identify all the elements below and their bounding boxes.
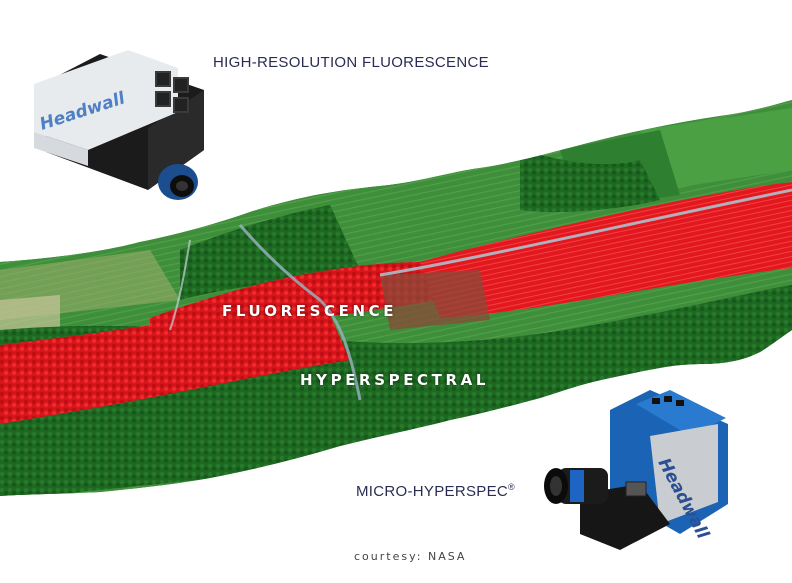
hyperspectral-camera-caption: MICRO-HYPERSPEC® <box>356 482 515 500</box>
fluorescence-camera-image: Headwall <box>34 50 204 200</box>
imagery-layers <box>0 100 792 496</box>
registered-mark: ® <box>508 482 515 492</box>
fluorescence-camera-caption: HIGH-RESOLUTION FLUORESCENCE <box>213 54 489 71</box>
image-credit: courtesy: NASA <box>354 550 467 563</box>
hyperspectral-label: HYPERSPECTRAL <box>300 371 490 389</box>
lens-icon <box>158 164 198 200</box>
camera-connector-icon <box>625 481 647 497</box>
hyperspectral-camera-image: Headwall <box>544 390 728 550</box>
lens-icon <box>544 468 608 504</box>
camera-model-name: MICRO-HYPERSPEC <box>356 483 509 500</box>
fluorescence-label: FLUORESCENCE <box>222 302 398 320</box>
